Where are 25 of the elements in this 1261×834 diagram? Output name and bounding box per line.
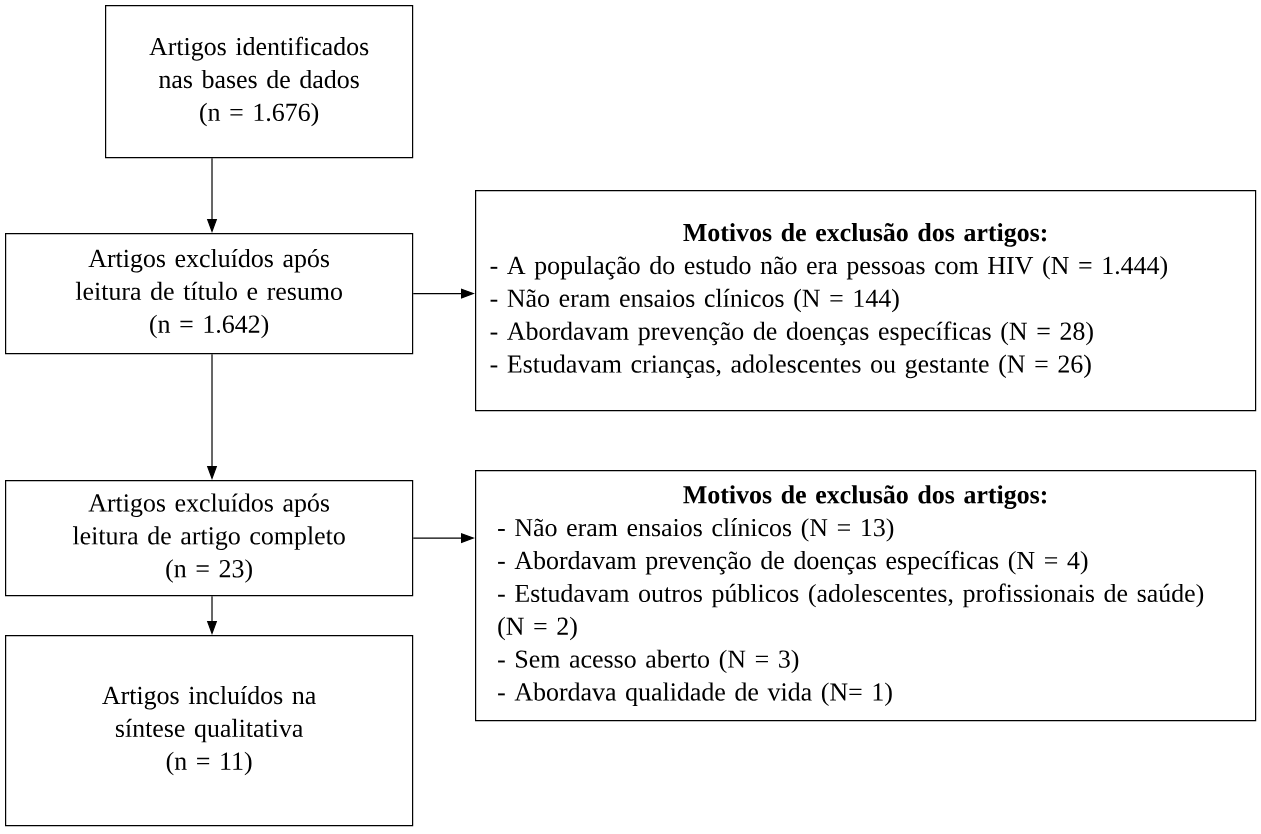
node-label: Motivos de exclusão dos artigos: [683,485,1047,509]
node-label: Artigos incluídos na síntese qualitativa [102,685,316,743]
node-label: Artigos excluídos após leitura de artigo completo [72,493,345,550]
process-box [105,5,414,159]
node-label: (n = 11) [166,751,252,776]
node-label: - Não eram ensaios clínicos (N = 144) [490,288,899,313]
node-label: Motivos de exclusão dos artigos: [683,223,1047,247]
node-label: (n = 23) [166,559,252,583]
process-box [475,470,1257,722]
process-box [5,635,414,827]
node-label: (n = 1.642) [150,314,269,339]
node-label: - Estudavam outros públicos (adolescentes, profissionais de saúde) (N = 2) [498,583,1204,641]
node-label: Artigos excluídos após leitura de título e resumo [75,248,342,301]
node-label: (n = 1.676) [200,102,319,127]
node-label: - Não eram ensaios clínicos (N = 13) [498,518,894,542]
process-box [475,190,1257,412]
node-label: - A população do estudo não era pessoas com HIV (N = 1.444) [490,255,1168,280]
node-label: Artigos identificados nas bases de dados [149,36,369,89]
node-label: - Abordavam prevenção de doenças específicas (N = 28) [490,321,1093,346]
process-box [5,233,414,355]
process-box [5,480,414,597]
node-label: - Estudavam crianças, adolescentes ou gestante (N = 26) [490,354,1091,379]
node-label: - Abordava qualidade de vida (N= 1) [498,682,892,706]
node-label: - Abordavam prevenção de doenças específicas (N = 4) [498,550,1088,575]
node-label: - Sem acesso aberto (N = 3) [498,649,799,674]
